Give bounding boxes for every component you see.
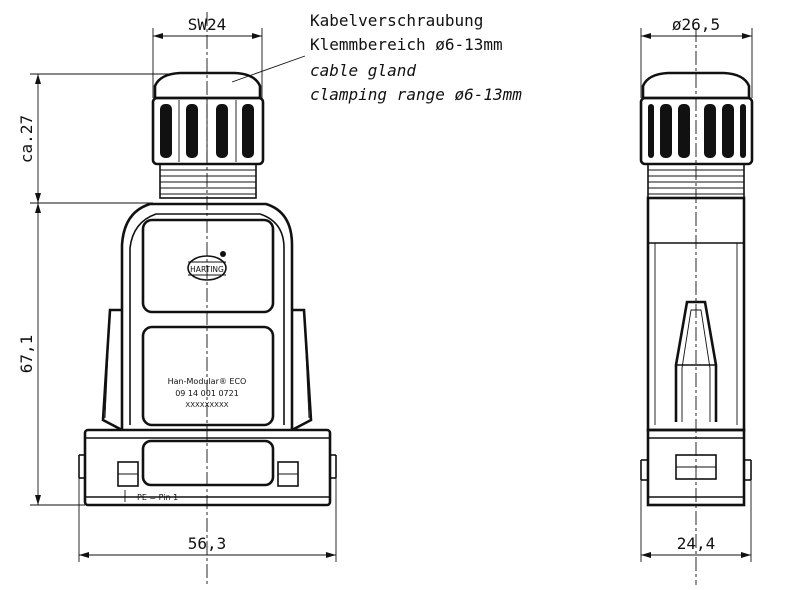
front-view: HARTING Han-Modular® ECO 09 14 001 0721 … [78,12,337,585]
cable-gland-side [639,71,754,199]
product-line-text: Han-Modular® ECO [168,377,247,386]
brand-text: HARTING [190,265,224,274]
hood-body-front [101,202,313,432]
note-line3: cable gland [310,61,416,80]
base-slot [141,439,275,487]
dim-body-height: 67,1 [17,335,36,374]
dim-gland-height: ca.27 [17,115,36,163]
logo-panel [141,218,275,314]
pe-label: PE = Pin 1 [137,493,178,502]
base-side [640,428,752,507]
base-front [78,428,337,507]
side-dimensions: ø26,5 24,4 [640,15,753,562]
dim-front-width: 56,3 [188,534,227,553]
serial-text: XXXXXXXXX [185,401,228,409]
front-dimensions: SW24 ca.27 67,1 56,3 [17,15,337,562]
note-line4: clamping range ø6-13mm [310,85,522,104]
side-latch [674,300,718,422]
cable-gland-front [151,71,265,199]
side-view [639,28,754,585]
part-number-text: 09 14 001 0721 [175,389,239,398]
note-line2: Klemmbereich ø6-13mm [310,35,503,54]
cable-gland-note: Kabelverschraubung Klemmbereich ø6-13mm … [231,11,522,104]
dim-sw24: SW24 [188,15,227,34]
harting-logo: HARTING [187,251,227,281]
dim-side-diameter: ø26,5 [672,15,720,34]
dim-side-width: 24,4 [677,534,716,553]
note-line1: Kabelverschraubung [310,11,483,30]
label-panel [141,325,275,427]
